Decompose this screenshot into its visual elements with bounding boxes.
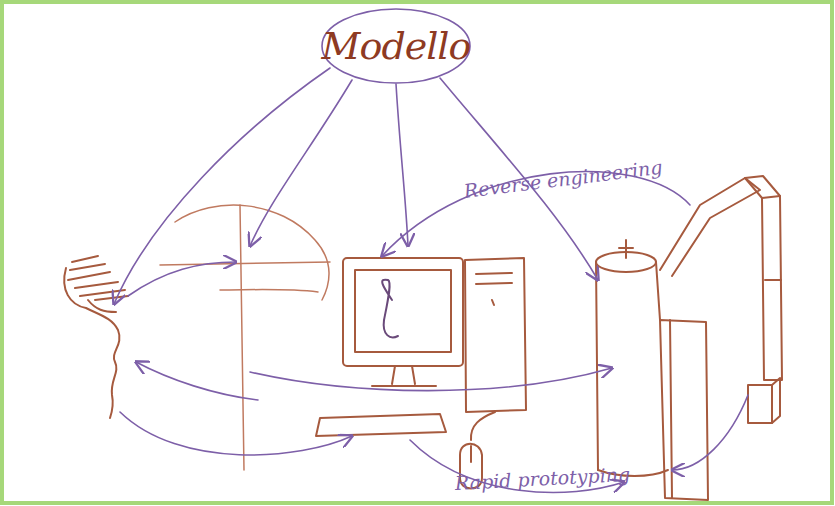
process-label: Rapid prototyping xyxy=(454,463,630,494)
machine-sketch xyxy=(596,176,782,500)
ellipse-shape xyxy=(322,9,470,83)
model-title: Modello xyxy=(322,24,471,68)
computer-sketch xyxy=(316,258,526,489)
process-label: Reverse engineering xyxy=(463,156,664,202)
process-arrows xyxy=(114,68,748,492)
model-ellipse: Modello xyxy=(320,7,472,85)
hand-sketch xyxy=(64,256,128,418)
technical-drawing xyxy=(160,205,330,470)
